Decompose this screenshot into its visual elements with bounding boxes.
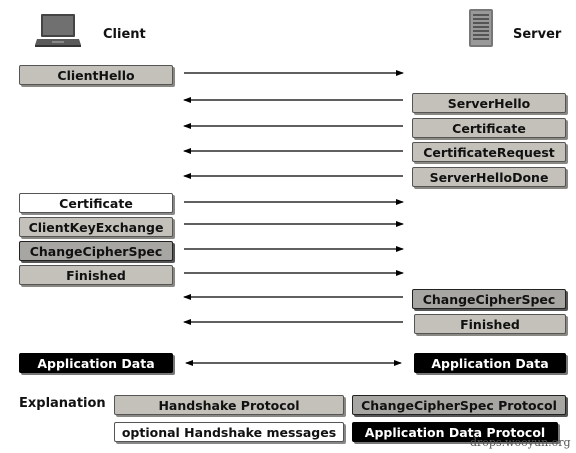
msg-client-changecipherspec: ChangeCipherSpec — [19, 241, 173, 261]
legend-application: Application Data Protocol — [352, 422, 558, 442]
legend-handshake: Handshake Protocol — [114, 395, 344, 415]
watermark: drops.wooyun.org — [470, 436, 571, 449]
msg-client-certificate: Certificate — [19, 193, 173, 213]
msg-certificaterequest: CertificateRequest — [412, 142, 566, 162]
server-tower-icon — [468, 8, 494, 48]
msg-client-application-data: Application Data — [19, 353, 173, 373]
msg-server-application-data: Application Data — [414, 353, 566, 373]
msg-serverhello: ServerHello — [412, 93, 566, 113]
msg-serverhellodone: ServerHelloDone — [412, 167, 566, 187]
msg-client-finished: Finished — [19, 265, 173, 285]
legend-changecipherspec: ChangeCipherSpec Protocol — [352, 395, 566, 415]
legend-optional: optional Handshake messages — [114, 422, 344, 442]
msg-clientkeyexchange: ClientKeyExchange — [19, 217, 173, 237]
laptop-icon — [34, 12, 82, 48]
server-label: Server — [513, 27, 562, 42]
msg-server-certificate: Certificate — [412, 118, 566, 138]
msg-clienthello: ClientHello — [19, 65, 173, 85]
msg-server-finished: Finished — [414, 314, 566, 334]
legend-title: Explanation — [19, 396, 106, 411]
client-label: Client — [103, 27, 146, 42]
msg-server-changecipherspec: ChangeCipherSpec — [412, 289, 566, 309]
